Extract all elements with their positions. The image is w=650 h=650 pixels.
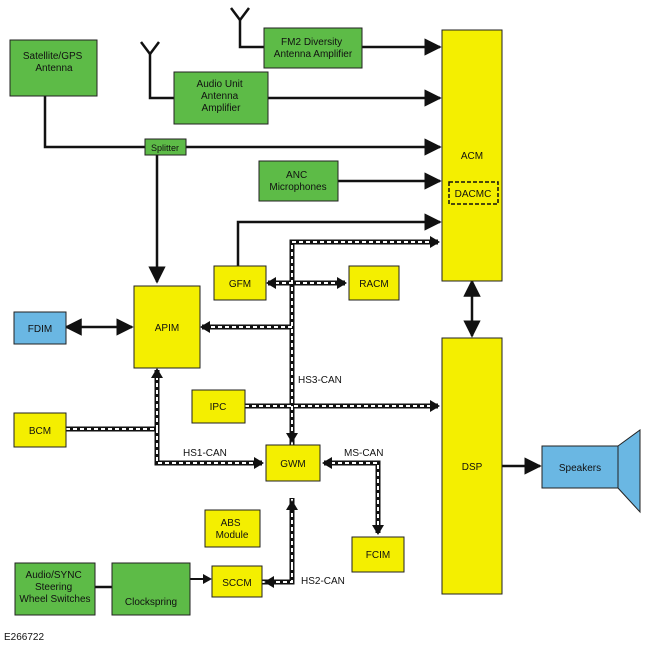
can-arrow-gfm — [266, 277, 276, 289]
can-arrow-acm — [430, 236, 440, 248]
speakers-box — [541, 445, 619, 489]
can-arrow-dsp — [430, 400, 440, 412]
can-arrow-apim-bottom — [151, 368, 163, 378]
gwm-box — [265, 444, 321, 482]
module-labels: Satellite/GPS Antenna FM2 Diversity Ante… — [19, 37, 601, 608]
racm-label: RACM — [359, 279, 388, 290]
can-arrow-gwm-bottom — [286, 500, 298, 510]
sccm-label: SCCM — [222, 578, 251, 589]
sccm-box — [211, 565, 263, 598]
audio-amp-antenna-icon — [140, 41, 160, 64]
bcm-box — [13, 412, 67, 448]
speaker-cone-icon — [617, 429, 641, 514]
fcim-label: FCIM — [366, 550, 390, 561]
gfm-box — [213, 265, 267, 301]
bcm-label: BCM — [29, 426, 51, 437]
anc-label: ANC Microphones — [269, 170, 326, 193]
clockspring-box — [111, 562, 191, 616]
fdim-box — [13, 311, 67, 345]
apim-label: APIM — [155, 323, 179, 334]
fm2-antenna-line — [238, 28, 264, 49]
abs-label: ABS Module — [216, 518, 249, 541]
dacmc-box — [448, 181, 499, 205]
abs-module-box — [204, 509, 261, 548]
fm2-diversity-antenna-amplifier-box — [263, 27, 363, 69]
acm-label: ACM — [461, 151, 483, 162]
fdim-label: FDIM — [28, 324, 52, 335]
can-arrow-apim — [200, 321, 210, 333]
dsp-label: DSP — [462, 462, 483, 473]
gwm-label: GWM — [280, 459, 306, 470]
figure-code: E266722 — [4, 632, 44, 643]
racm-box — [348, 265, 400, 301]
can-arrow-fcim — [372, 525, 384, 535]
can-bus-lines — [66, 236, 440, 588]
fm2-label: FM2 Diversity Antenna Amplifier — [274, 37, 353, 60]
steering-label: Audio/SYNC Steering Wheel Switches — [19, 570, 90, 605]
splitter-label: Splitter — [151, 143, 179, 153]
satellite-label: Satellite/GPS Antenna — [23, 51, 85, 74]
gfm-label: GFM — [229, 279, 251, 290]
signal-lines — [43, 28, 542, 589]
audio-unit-antenna-amplifier-box — [173, 71, 269, 125]
hs2-can-label: HS2-CAN — [301, 576, 345, 587]
dacmc-label: DACMC — [455, 189, 492, 200]
splitter-box — [144, 138, 187, 156]
module-boxes — [9, 27, 641, 616]
satellite-gps-antenna-box — [9, 39, 98, 97]
audio-amp-label: Audio Unit Antenna Amplifier — [197, 79, 246, 114]
acm-box — [441, 29, 503, 282]
bus-labels: HS3-CAN HS1-CAN MS-CAN HS2-CAN — [183, 375, 383, 587]
can-arrow-gwm-top — [286, 433, 298, 443]
fcim-box — [351, 536, 405, 573]
speakers-label: Speakers — [559, 463, 601, 474]
ipc-box — [191, 389, 246, 424]
satellite-to-splitter-line — [43, 88, 145, 149]
can-arrow-racm — [337, 277, 347, 289]
audio-sync-steering-wheel-switches-box — [14, 562, 96, 616]
hs1-can-label: HS1-CAN — [183, 448, 227, 459]
ms-can-label: MS-CAN — [344, 448, 383, 459]
gfm-to-acm-line — [236, 213, 442, 266]
can-arrow-gwm-right — [322, 457, 332, 469]
can-arrow-sccm — [264, 576, 274, 588]
fm2-antenna-icon — [230, 7, 250, 28]
apim-box — [133, 285, 201, 369]
audio-amp-antenna-line — [148, 64, 174, 100]
clockspring-label: Clockspring — [125, 597, 177, 608]
hs3-can-label: HS3-CAN — [298, 375, 342, 386]
dsp-box — [441, 337, 503, 595]
anc-microphones-box — [258, 160, 339, 202]
can-arrow-gwm-left — [254, 457, 264, 469]
ipc-label: IPC — [210, 402, 227, 413]
